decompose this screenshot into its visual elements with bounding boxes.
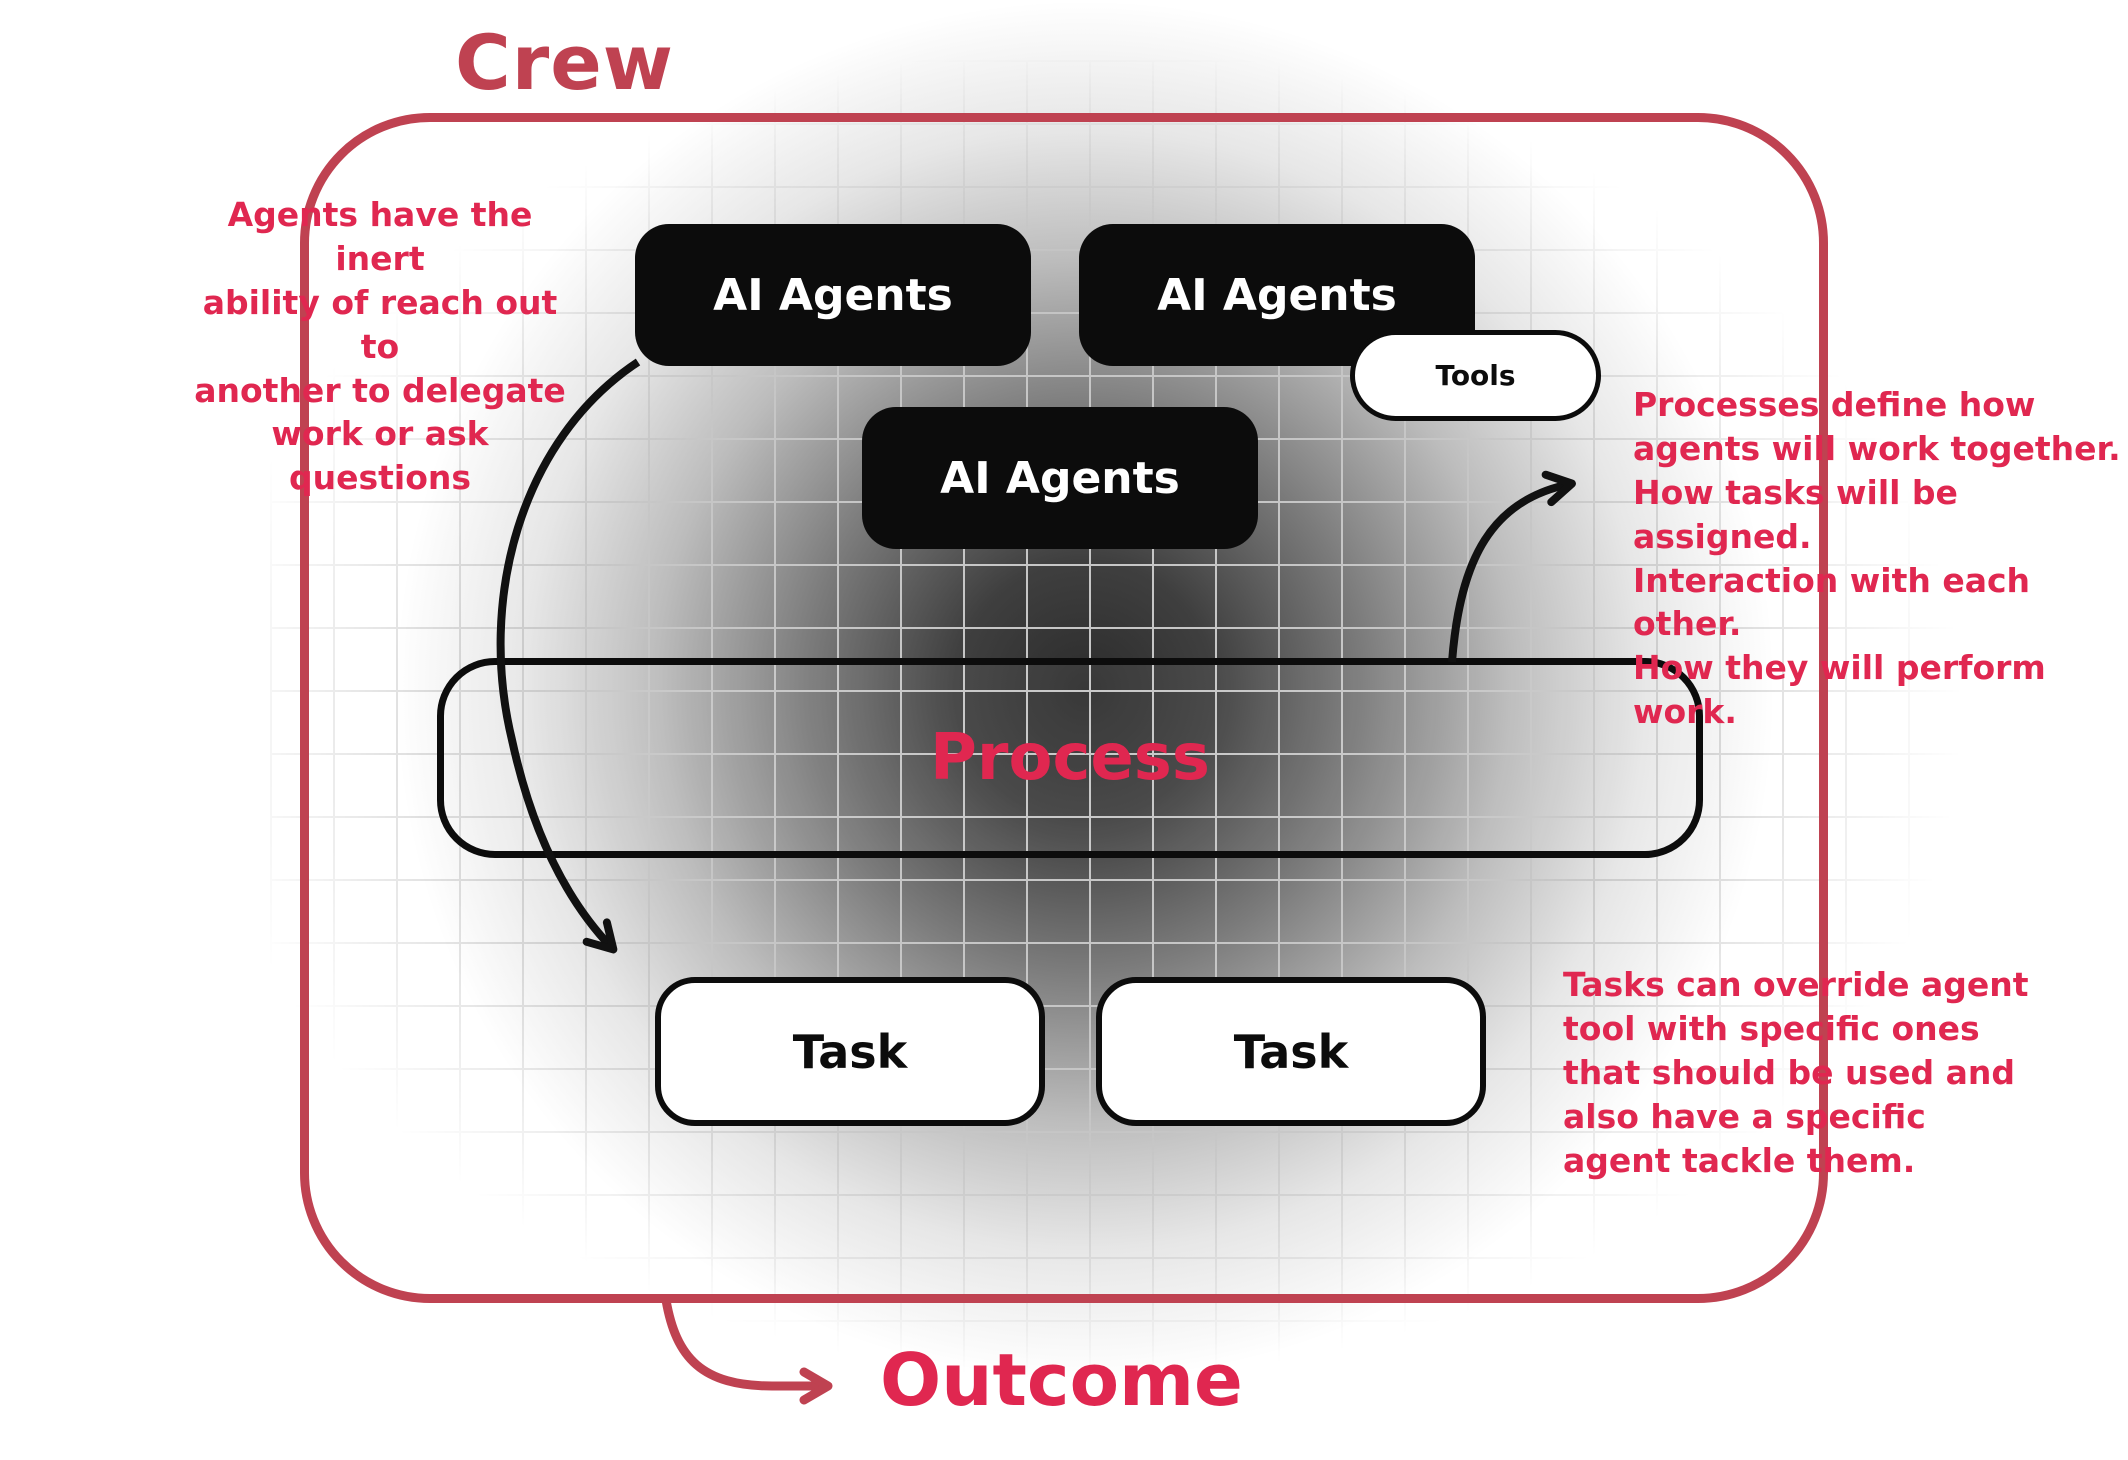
task-box-1: Task (655, 977, 1045, 1126)
crew-title: Crew (455, 18, 675, 107)
tools-box: Tools (1350, 330, 1601, 421)
annotation-task-override: Tasks can override agent tool with speci… (1563, 965, 2029, 1180)
annotation-agents-delegation: Agents have the inert ability of reach o… (194, 195, 566, 498)
process-box: Process (437, 658, 1703, 858)
annotation-process-definition: Processes define how agents will work to… (1633, 385, 2121, 732)
ai-agents-box-3: AI Agents (862, 407, 1258, 549)
task-box-2: Task (1096, 977, 1486, 1126)
ai-agents-box-1: AI Agents (635, 224, 1031, 366)
crew-container-outline (300, 113, 1828, 1303)
outcome-title: Outcome (880, 1338, 1243, 1422)
